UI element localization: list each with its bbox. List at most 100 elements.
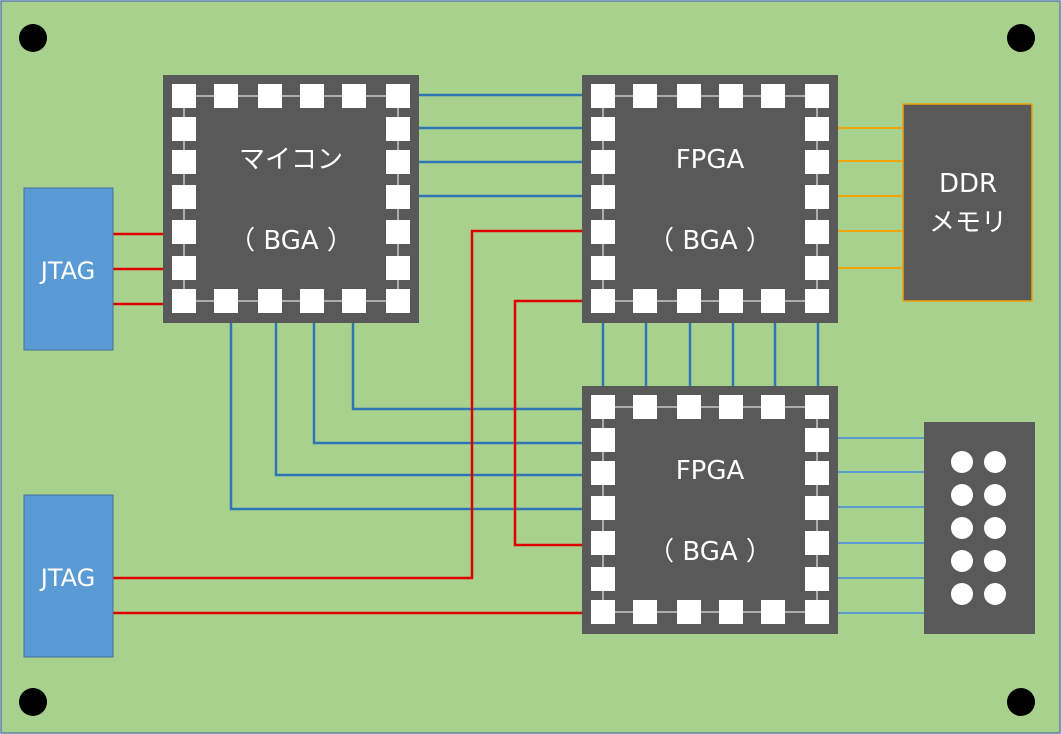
header-pin	[984, 583, 1006, 605]
fpga-chip-top: FPGA （ BGA ）	[582, 75, 838, 323]
chip-pad	[342, 289, 366, 313]
chip-pad	[386, 84, 410, 108]
chip-pad	[677, 289, 701, 313]
chip-pad	[386, 185, 410, 209]
chip-pad	[805, 531, 829, 555]
mount-hole-top-right	[1007, 24, 1035, 52]
chip-pad	[805, 117, 829, 141]
mcu-package-label: （ BGA ）	[229, 226, 353, 256]
jtag-bottom-label: JTAG	[39, 564, 95, 592]
chip-pad	[342, 84, 366, 108]
chip-pad	[386, 289, 410, 313]
chip-pad	[677, 395, 701, 419]
chip-pad	[591, 256, 615, 280]
chip-pad	[591, 395, 615, 419]
jtag-top-label: JTAG	[39, 257, 95, 285]
fpga-chip-bottom: FPGA （ BGA ）	[582, 386, 838, 634]
chip-pad	[172, 256, 196, 280]
chip-pad	[172, 220, 196, 244]
chip-pad	[591, 150, 615, 174]
chip-pad	[386, 117, 410, 141]
chip-pad	[633, 84, 657, 108]
chip-pad	[258, 289, 282, 313]
header-pin	[984, 451, 1006, 473]
trace-mcu-fpga2-3	[229, 323, 582, 511]
trace-mcu-fpga2-1	[312, 323, 582, 445]
header-pin	[951, 517, 973, 539]
chip-pad	[805, 84, 829, 108]
chip-pad	[591, 600, 615, 624]
ddr-memory-chip	[902, 103, 1033, 302]
chip-pad	[805, 567, 829, 591]
chip-pad	[591, 220, 615, 244]
chip-pad	[172, 185, 196, 209]
chip-pad	[591, 84, 615, 108]
header-pin	[951, 451, 973, 473]
chip-pad	[805, 496, 829, 520]
mount-hole-bottom-left	[19, 688, 47, 716]
chip-pad	[805, 289, 829, 313]
pin-header-pins	[951, 451, 1006, 605]
chip-pad	[172, 289, 196, 313]
chip-pad	[633, 395, 657, 419]
fpga-top-package-label: （ BGA ）	[648, 226, 772, 256]
chip-pad	[172, 117, 196, 141]
chip-pad	[633, 600, 657, 624]
chip-pad	[805, 461, 829, 485]
chip-pad	[386, 256, 410, 280]
fpga-bottom-package-label: （ BGA ）	[648, 537, 772, 567]
trace-jtag-fpga1	[113, 229, 582, 580]
chip-pad	[805, 220, 829, 244]
mcu-pads	[172, 84, 410, 313]
chip-pad	[761, 395, 785, 419]
chip-pad	[591, 428, 615, 452]
chip-pad	[761, 600, 785, 624]
chip-pad	[258, 84, 282, 108]
chip-pad	[677, 84, 701, 108]
trace-mcu-fpga2-0	[351, 323, 582, 411]
pin-header	[924, 422, 1035, 634]
chip-pad	[386, 220, 410, 244]
chip-pad	[719, 289, 743, 313]
header-pin	[951, 484, 973, 506]
chip-pad	[761, 289, 785, 313]
chip-pad	[677, 600, 701, 624]
header-pin	[951, 550, 973, 572]
chip-pad	[805, 150, 829, 174]
mount-hole-top-left	[19, 24, 47, 52]
chip-pad	[591, 185, 615, 209]
chip-pad	[719, 600, 743, 624]
trace-fpga1-fpga2	[513, 299, 582, 547]
chip-pad	[591, 289, 615, 313]
chip-pad	[300, 84, 324, 108]
fpga-top-chip-body	[582, 75, 838, 323]
chip-pad	[805, 600, 829, 624]
chip-pad	[719, 84, 743, 108]
chip-pad	[172, 84, 196, 108]
header-pin	[984, 517, 1006, 539]
ddr-memory-label: メモリ	[929, 208, 1007, 238]
chip-pad	[719, 395, 743, 419]
chip-pad	[805, 256, 829, 280]
chip-pad	[386, 150, 410, 174]
mount-hole-bottom-right	[1007, 688, 1035, 716]
trace-mcu-fpga2-2	[274, 323, 582, 477]
chip-pad	[591, 117, 615, 141]
chip-pad	[761, 84, 785, 108]
chip-pad	[172, 150, 196, 174]
ddr-label: DDR	[939, 169, 997, 199]
chip-pad	[591, 567, 615, 591]
fpga-top-label: FPGA	[676, 145, 745, 175]
chip-pad	[591, 461, 615, 485]
fpga-bottom-chip-body	[582, 386, 838, 634]
fpga-bottom-label: FPGA	[676, 456, 745, 486]
traces	[113, 93, 924, 615]
jtag-connector-bottom	[23, 494, 114, 658]
mcu-chip-body	[163, 75, 419, 323]
header-pin	[951, 583, 973, 605]
chip-pad	[591, 496, 615, 520]
chip-pad	[591, 531, 615, 555]
header-pin	[984, 484, 1006, 506]
